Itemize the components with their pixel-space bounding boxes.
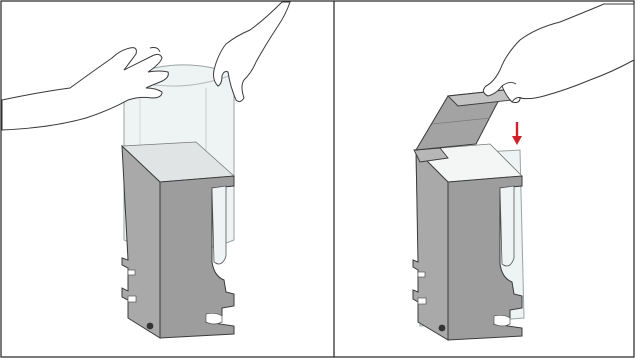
cardboard-sleeve [413,144,522,340]
fastener-icon [439,325,446,332]
fastener-icon [147,323,154,330]
cardboard-sleeve [122,142,234,338]
